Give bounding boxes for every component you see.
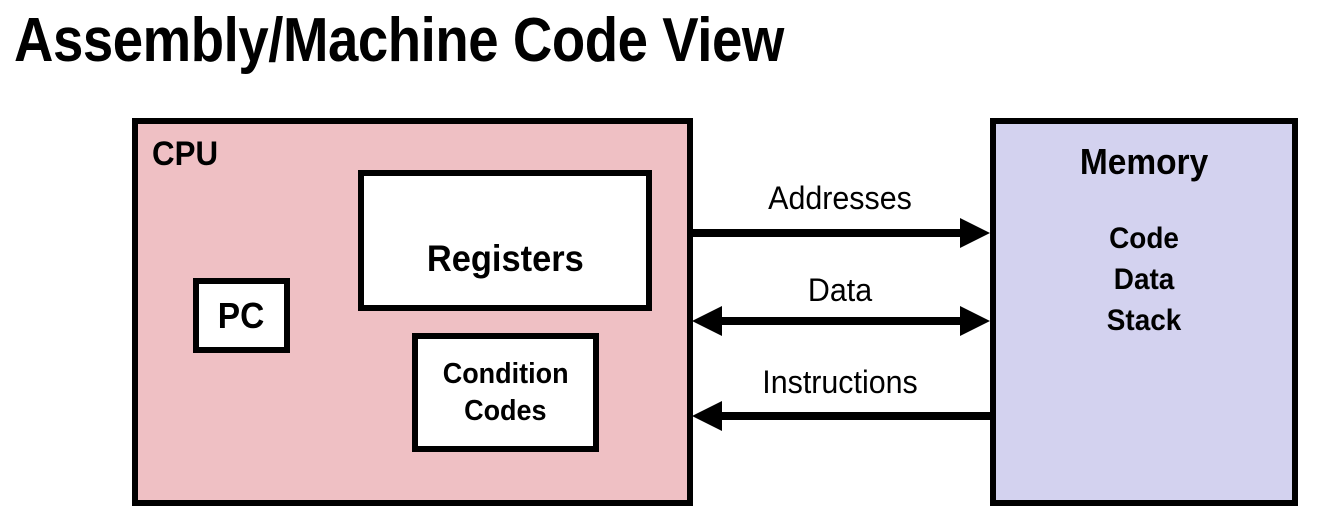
instructions-arrow-icon: [692, 401, 994, 431]
condition-codes-box: Condition Codes: [412, 333, 599, 452]
cpu-label: CPU: [152, 135, 219, 173]
memory-box: Memory Code Data Stack: [990, 118, 1298, 506]
memory-title: Memory: [1079, 141, 1209, 182]
pc-register-box: PC: [193, 278, 290, 353]
data-bus-label: Data: [807, 272, 873, 308]
condition-codes-label-line2: Codes: [464, 394, 547, 427]
memory-content-item: Code: [1109, 222, 1179, 255]
registers-box: Registers: [358, 170, 652, 311]
pc-label: PC: [218, 294, 265, 336]
memory-content-item: Data: [1113, 263, 1175, 296]
addresses-bus-label: Addresses: [768, 180, 912, 216]
condition-codes-label-line1: Condition: [442, 357, 569, 390]
memory-contents-list: Code Data Stack: [1104, 218, 1184, 341]
instructions-bus-label: Instructions: [762, 364, 918, 400]
page-title: Assembly/Machine Code View: [14, 6, 784, 75]
data-bidirectional-arrow-icon: [692, 306, 990, 336]
addresses-arrow-icon: [690, 218, 990, 248]
memory-content-item: Stack: [1106, 304, 1182, 337]
registers-label: Registers: [426, 237, 584, 279]
